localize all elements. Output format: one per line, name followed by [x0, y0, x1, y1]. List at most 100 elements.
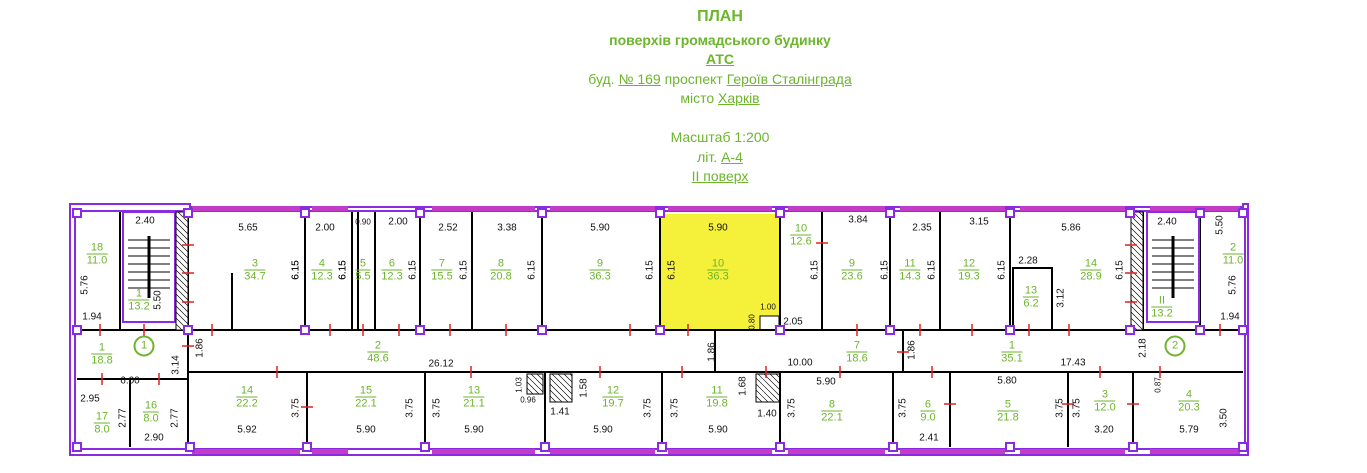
dimension-label: 2.00 [315, 222, 335, 234]
dimension-label: 2.77 [117, 408, 129, 428]
room-number: 16 [142, 399, 160, 413]
room-area: 22.2 [236, 397, 258, 410]
hatch [175, 245, 189, 259]
column [415, 325, 425, 335]
dimension-label: 0.80 [747, 314, 757, 330]
hatch [175, 227, 189, 241]
hatch [175, 305, 189, 319]
dimension-label: 0.96 [520, 395, 536, 405]
room-number: 11 [706, 385, 728, 398]
window [432, 206, 535, 211]
room-number: 12 [602, 385, 624, 398]
city-prefix: місто [680, 90, 719, 106]
dimension-label: 3.15 [969, 216, 989, 228]
dimension-label: 3.75 [404, 398, 416, 418]
dimension-label: 3.75 [897, 398, 909, 418]
building-name: АТС [705, 51, 735, 67]
column [1125, 208, 1135, 218]
hatch [175, 269, 189, 283]
dimension-label: 26.12 [428, 358, 454, 370]
dimension-label: 6.15 [879, 260, 891, 280]
room-area: 35.1 [1001, 352, 1023, 365]
hatch [1130, 317, 1144, 331]
column [888, 442, 898, 452]
dimension-label: 0.87 [1153, 377, 1163, 393]
dimension-label: 6.15 [666, 260, 678, 280]
room-number: 13 [1022, 284, 1040, 298]
column [1005, 442, 1015, 452]
hatch [1130, 263, 1144, 277]
hatch [175, 281, 189, 295]
building-number: № 169 [618, 71, 661, 87]
room-number: 17 [93, 410, 111, 424]
hatch [1130, 305, 1144, 319]
column [300, 208, 310, 218]
dimension-label: 2.40 [135, 215, 155, 227]
dimension-label: 17.43 [1060, 357, 1086, 369]
column [775, 208, 785, 218]
window [900, 449, 1005, 454]
dimension-label: 6.15 [290, 260, 302, 280]
hatch [526, 375, 544, 393]
dimension-label: 3.75 [786, 398, 798, 418]
hatch [175, 215, 189, 229]
column [185, 442, 195, 452]
letter-prefix: літ. [697, 149, 722, 165]
dimension-label: 1.03 [514, 377, 524, 393]
room-area: 28.9 [1080, 270, 1102, 283]
room-number: 4 [1178, 389, 1200, 402]
column [885, 325, 895, 335]
hatch [175, 221, 189, 235]
room-number: 5 [997, 399, 1019, 412]
room-area: 18.8 [91, 354, 113, 367]
dimension-label: 5.90 [464, 424, 484, 436]
room-number: 14 [236, 385, 258, 398]
room-number: 7 [431, 258, 453, 271]
hatch [175, 293, 189, 307]
dimension-label: 6.15 [337, 260, 349, 280]
hatch [563, 373, 573, 383]
dimension-label: 2.77 [169, 408, 181, 428]
room-area: 12.0 [1094, 401, 1116, 414]
hatch [769, 373, 781, 385]
hatch [175, 287, 189, 301]
dimension-label: 6.15 [526, 260, 538, 280]
room-area: 23.6 [841, 270, 863, 283]
room-number: 3 [1094, 389, 1116, 402]
window [432, 449, 535, 454]
room-area: 34.7 [244, 270, 266, 283]
room-area: 6.2 [1023, 297, 1039, 310]
room-area: 12.3 [381, 270, 403, 283]
hatch [1138, 211, 1144, 217]
room-number: 1 [1001, 340, 1023, 353]
room-number: 18 [86, 242, 108, 255]
column [72, 442, 82, 452]
hatch [551, 373, 573, 395]
room-area: 19.3 [958, 270, 980, 283]
hatch [569, 373, 573, 377]
window [668, 206, 772, 211]
hatch [1130, 251, 1144, 265]
hatch [530, 373, 544, 387]
dimension-label: 2.35 [912, 222, 932, 234]
hatch [175, 263, 189, 277]
dimension-label: 2.28 [1018, 255, 1038, 267]
column [657, 442, 667, 452]
room-area: 18.6 [846, 352, 868, 365]
hatch [755, 377, 781, 403]
dimension-label: 3.75 [642, 398, 654, 418]
room-area: 14.3 [899, 270, 921, 283]
room-number: 14 [1080, 258, 1102, 271]
dimension-label: 1.00 [760, 302, 776, 312]
